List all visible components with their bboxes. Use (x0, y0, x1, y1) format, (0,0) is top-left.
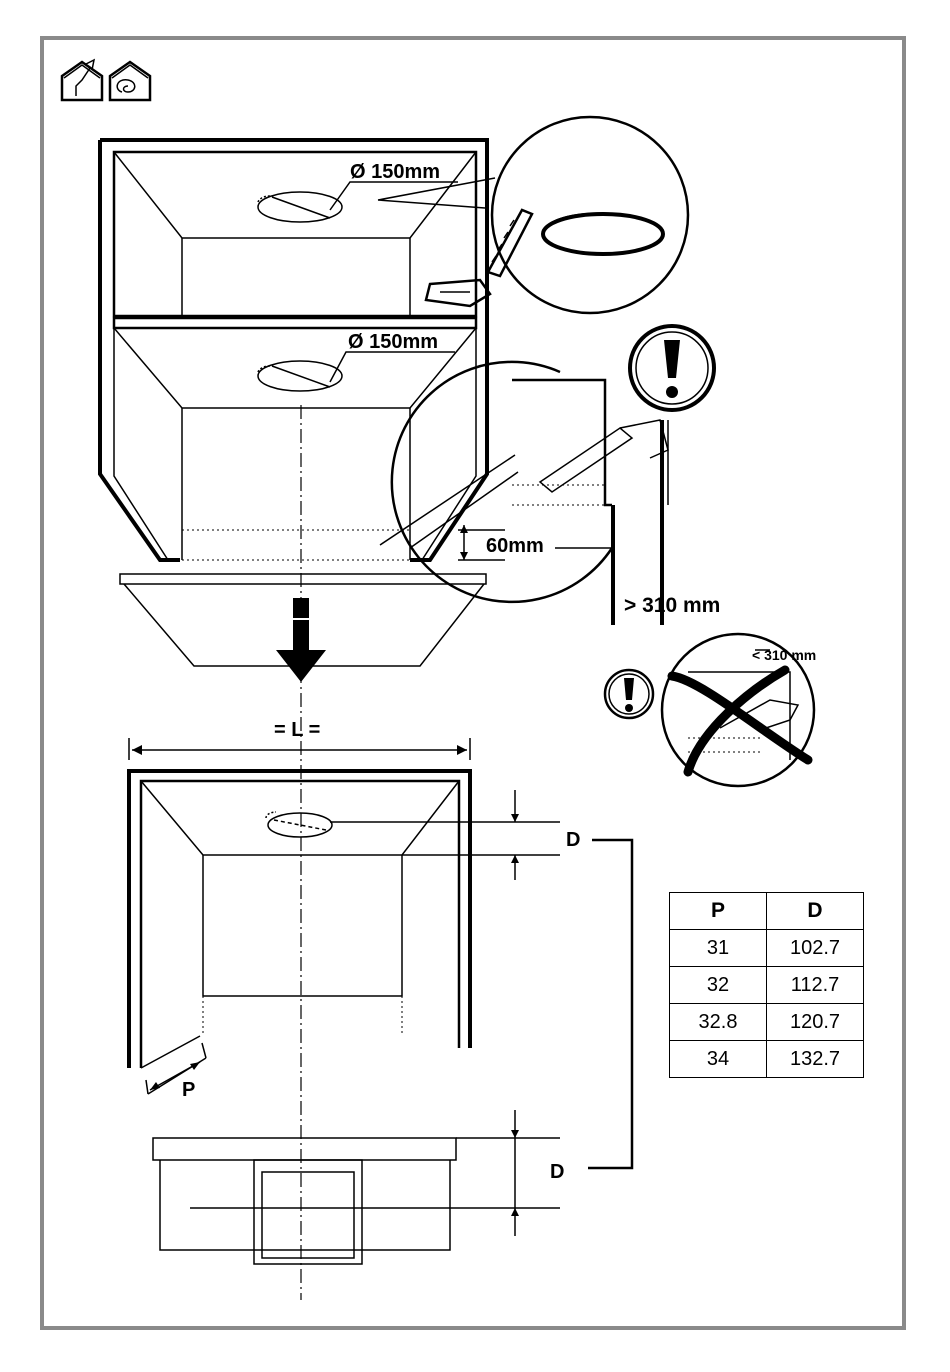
warning-icon-small (605, 670, 653, 718)
min-distance-label: > 310 mm (624, 594, 720, 617)
table-header-d: D (767, 893, 864, 930)
table-row: 32 112.7 (670, 967, 864, 1004)
min-distance-warning-label: < 310 mm (752, 647, 816, 663)
table-row: 32.8 120.7 (670, 1004, 864, 1041)
recirculating-installation-icon (110, 62, 150, 100)
table-cell: 32 (670, 967, 767, 1004)
warning-icon (630, 326, 714, 410)
depth-label-top: D (566, 829, 580, 851)
table-header-p: P (670, 893, 767, 930)
cabinet-front-view (129, 771, 560, 1068)
table-cell: 31 (670, 930, 767, 967)
hole-diameter-top-label: Ø 150mm (350, 161, 440, 183)
ducted-installation-icon (62, 60, 102, 100)
depth-label-bottom: D (550, 1161, 564, 1183)
table-header-row: P D (670, 893, 864, 930)
magnifier-hole-cut (378, 117, 688, 313)
table-row: 34 132.7 (670, 1041, 864, 1078)
p-label: P (182, 1079, 195, 1101)
hole-diameter-mid-label: Ø 150mm (348, 331, 438, 353)
table-cell: 132.7 (767, 1041, 864, 1078)
table-row: 31 102.7 (670, 930, 864, 967)
table-cell: 32.8 (670, 1004, 767, 1041)
width-label: = L = (274, 719, 320, 741)
table-cell: 120.7 (767, 1004, 864, 1041)
table-cell: 112.7 (767, 967, 864, 1004)
cut-depth-label: 60mm (486, 535, 544, 557)
hood-front-view (153, 1138, 560, 1264)
saw-icon (426, 210, 532, 306)
table-cell: 102.7 (767, 930, 864, 967)
magnifier-side-cut (380, 362, 668, 602)
p-d-table: P D 31 102.7 32 112.7 32.8 120.7 34 132.… (669, 892, 864, 1078)
wall-cabinet-lower (114, 318, 476, 560)
table-cell: 34 (670, 1041, 767, 1078)
